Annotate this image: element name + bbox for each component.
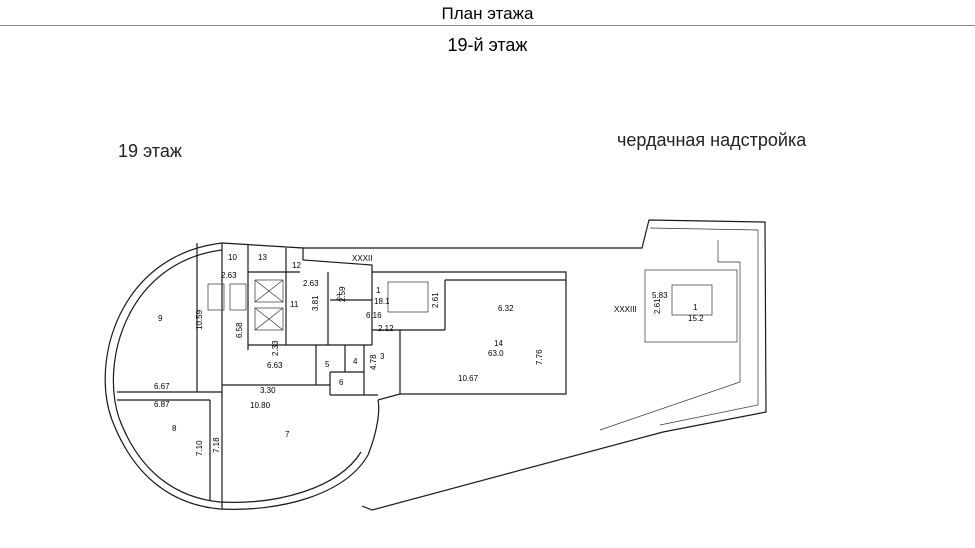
room-label: 7.18 [212,437,221,453]
room-label: 4.78 [369,354,378,370]
room-label: 8 [172,424,177,433]
room-label: 10.67 [458,374,479,383]
room-label: 6.67 [154,382,170,391]
room-label: 2.59 [338,286,347,302]
stair [229,283,247,311]
room-label: 14 [494,339,503,348]
lift-shaft [254,307,284,331]
room-label: 6 [339,378,344,387]
room-label: 10.80 [250,401,271,410]
room-label: 1 [376,286,381,295]
room-label: 6.16 [366,311,382,320]
room-label: 2.12 [378,324,394,333]
room-label: 10 [228,253,237,262]
attic-step-line [599,240,741,431]
room-label: 6.58 [235,322,244,338]
room-label: 3.30 [260,386,276,395]
room-label: 2.33 [271,340,280,356]
room-label: 11 [290,300,299,309]
room-label: 2.63 [221,271,237,280]
room-label: 15.2 [688,314,704,323]
attic-outline [303,219,767,511]
attic-stair-room [644,269,738,343]
room-label: 2 [336,293,341,302]
stair [671,284,713,316]
room-label: 7.76 [535,349,544,365]
axis-label: XXXII [352,254,372,263]
floor-outline-arc [104,242,380,510]
room-label: 4 [353,357,358,366]
room-label: 5.83 [652,291,668,300]
room-label: 3.81 [311,295,320,311]
room-label: 5 [325,360,330,369]
room-label: 63.0 [488,349,504,358]
room-label: 6.87 [154,400,170,409]
room-label: 3 [380,352,385,361]
room-label: 13 [258,253,267,262]
floor-title: 19-й этаж [447,35,528,55]
room-label: 6.32 [498,304,514,313]
axis-label: XXXIII [614,305,637,314]
room-label: 2.63 [303,279,319,288]
section-label-19-floor: 19 этаж [118,141,182,161]
header-bar: План этажа [0,0,975,26]
room-label: 10.59 [195,309,204,330]
stair [207,283,225,311]
room-label: 12 [292,261,301,270]
room-label: 7.10 [195,440,204,456]
section-label-attic: чердачная надстройка [617,130,807,150]
lift-shaft-cross [254,279,284,303]
room-label: 9 [158,314,163,323]
attic-outline-inner [649,227,759,426]
floor-outline-arc-inner [112,249,362,503]
room-label: 18.1 [374,297,390,306]
room-label: 2.61 [431,292,440,308]
stair [387,281,429,313]
room-label: 7 [285,430,290,439]
lift-shaft-cross [254,307,284,331]
page-title: План этажа [441,4,534,23]
room-label: 2.61 [653,298,662,314]
lift-shaft [254,279,284,303]
floor-outline-rect [221,242,567,401]
room-label: 1 [693,303,698,312]
room-label: 6.63 [267,361,283,370]
